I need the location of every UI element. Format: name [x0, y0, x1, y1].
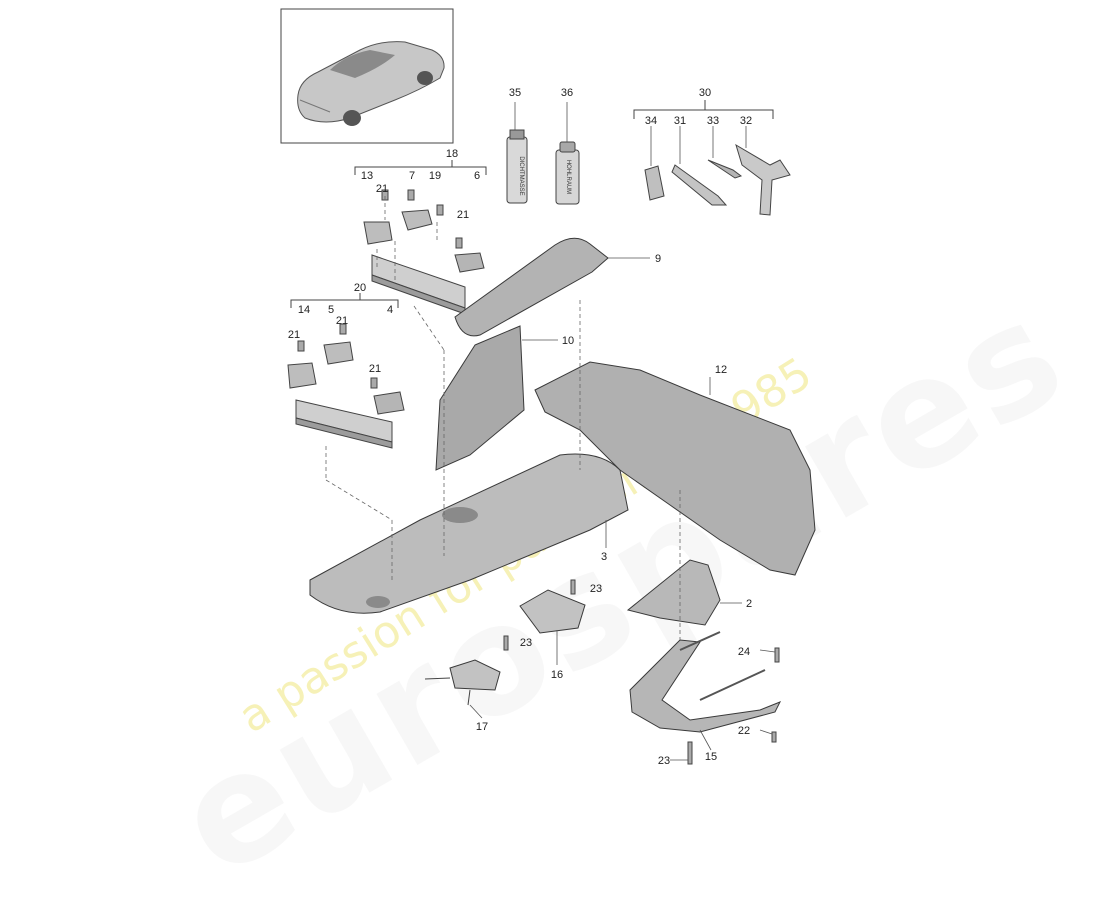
callout-17: 17: [476, 721, 488, 733]
car-thumbnail: [280, 8, 454, 144]
side-panel-10: [435, 325, 525, 471]
callout-19: 19: [429, 170, 441, 182]
floor-pan-3: [309, 453, 629, 614]
callout-2: 2: [746, 598, 752, 610]
callout-30: 30: [699, 87, 711, 99]
callout-4: 4: [387, 304, 393, 316]
group-brackets: [290, 100, 774, 308]
callout-20: 20: [354, 282, 366, 294]
callout-15: 15: [705, 751, 717, 763]
callout-10: 10: [562, 335, 574, 347]
callout-3: 3: [601, 551, 607, 563]
callout-23a: 23: [590, 583, 602, 595]
can-label: HOHLRAUM: [565, 160, 571, 194]
callout-6: 6: [474, 170, 480, 182]
tool-set-30: [644, 143, 791, 216]
tube-label: DICHTMASSE: [518, 156, 524, 195]
callout-14: 14: [298, 304, 310, 316]
callout-22: 22: [738, 725, 750, 737]
callout-16: 16: [551, 669, 563, 681]
callout-12: 12: [715, 364, 727, 376]
callout-18: 18: [446, 148, 458, 160]
callout-9: 9: [655, 253, 661, 265]
callout-23c: 23: [658, 755, 670, 767]
bracket-part-16: [519, 589, 586, 634]
fasteners: [297, 189, 780, 765]
bracket-assembly-18: [363, 209, 485, 315]
leader-lines: [469, 102, 776, 761]
callout-21e: 21: [369, 363, 381, 375]
callout-5: 5: [328, 304, 334, 316]
sealant-tube-35: DICHTMASSE: [506, 129, 528, 204]
bracket-part-2: [626, 559, 721, 626]
bracket-assembly-20: [287, 341, 405, 449]
callout-33: 33: [707, 115, 719, 127]
callout-21c: 21: [336, 315, 348, 327]
callout-13: 13: [361, 170, 373, 182]
callout-31: 31: [674, 115, 686, 127]
callout-36: 36: [561, 87, 573, 99]
callout-21b: 21: [457, 209, 469, 221]
rear-section-12: [534, 361, 816, 576]
callout-7: 7: [409, 170, 415, 182]
callout-35: 35: [509, 87, 521, 99]
callout-32: 32: [740, 115, 752, 127]
parts-diagram: DICHTMASSE HOHLRAUM: [280, 8, 816, 767]
callout-24: 24: [738, 646, 750, 658]
assembly-lines: [325, 196, 681, 640]
callout-21a: 21: [376, 183, 388, 195]
callout-21d: 21: [288, 329, 300, 341]
strut-assembly-15: [629, 631, 782, 733]
callout-34: 34: [645, 115, 657, 127]
callout-numbers: 35 36 30 34 31 33 32 18 13 7 19 6 21 21 …: [288, 87, 752, 767]
cavity-can-36: HOHLRAUM: [555, 141, 580, 205]
callout-23b: 23: [520, 637, 532, 649]
bracket-part-17: [424, 659, 501, 706]
